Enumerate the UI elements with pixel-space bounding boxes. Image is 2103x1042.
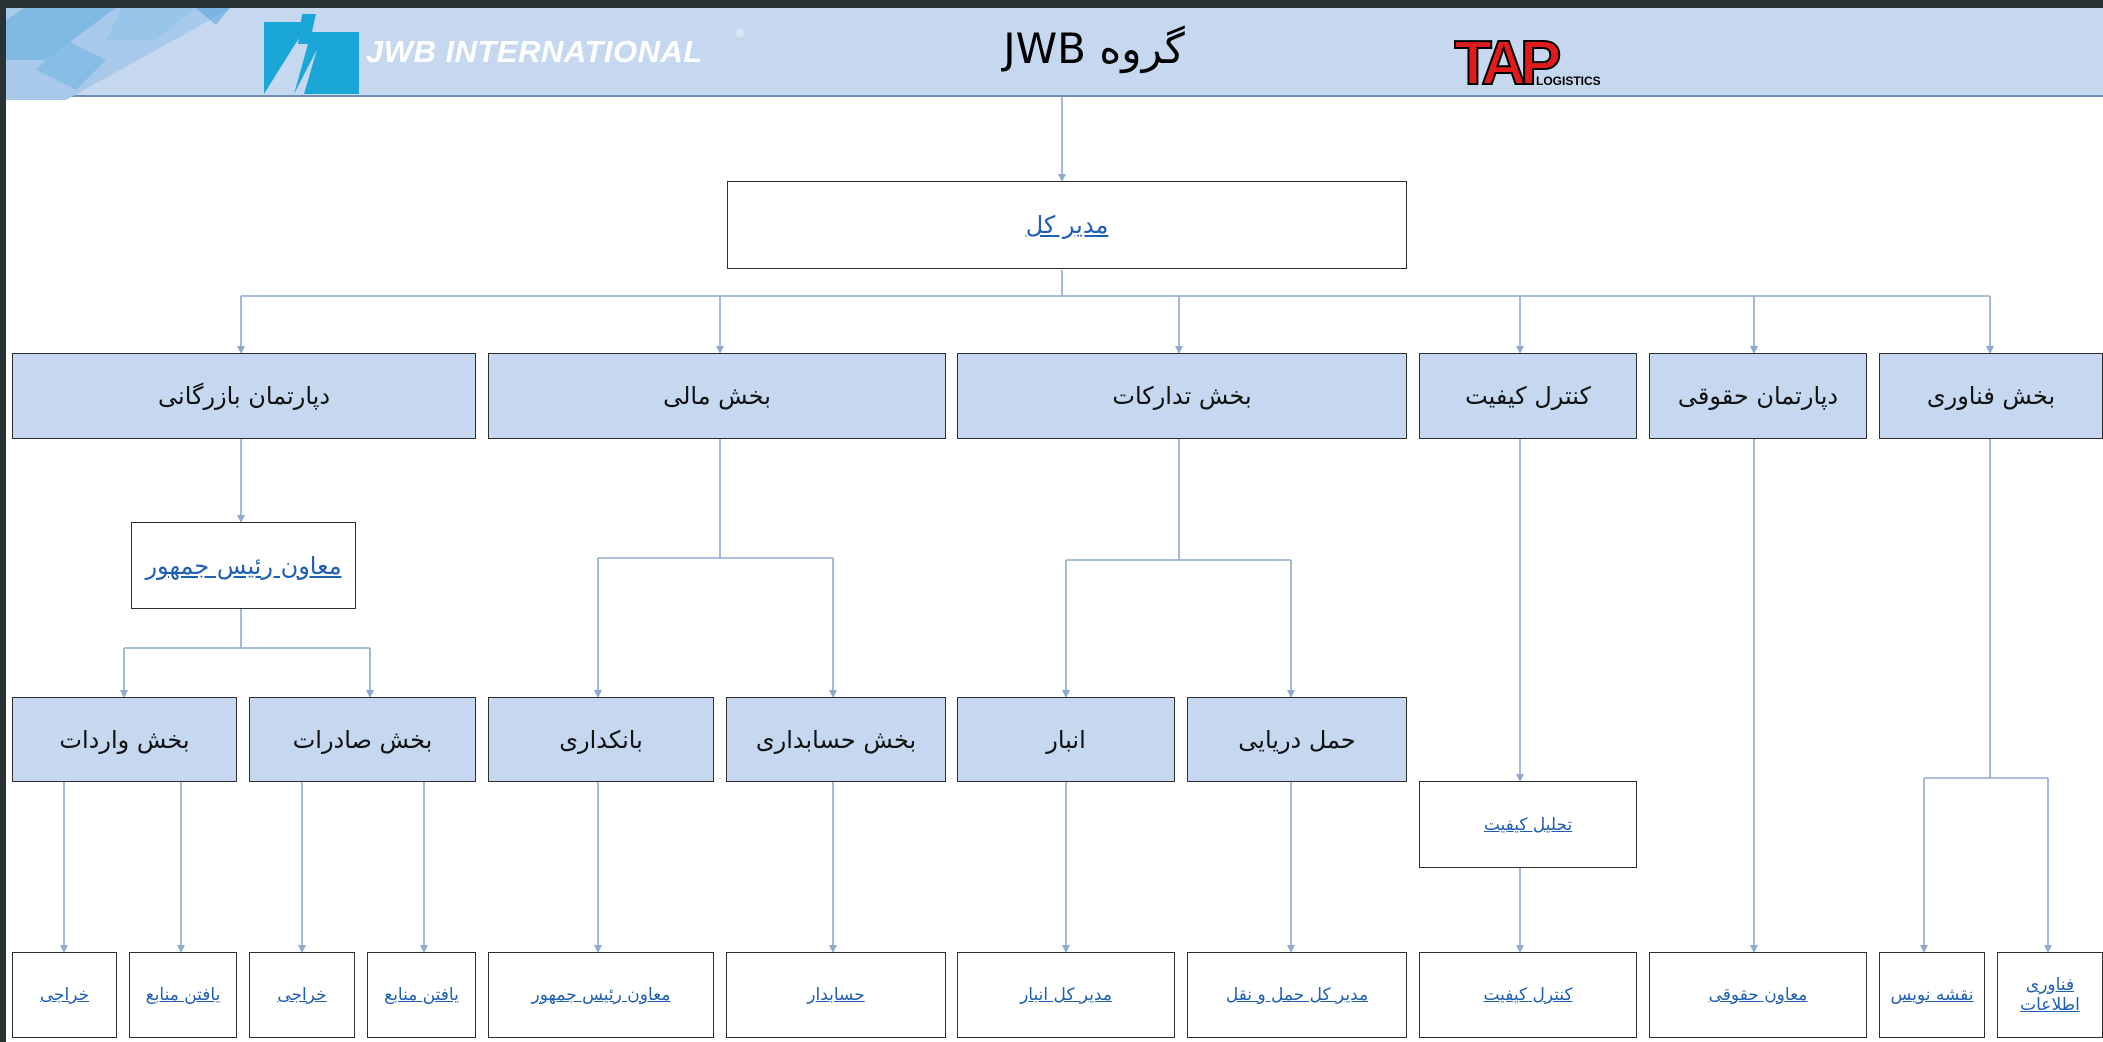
dept-quality-control: کنترل کیفیت: [1419, 353, 1637, 439]
sub-unit-banking: بانکداری: [488, 697, 714, 782]
leaf-link[interactable]: خراجی: [277, 985, 327, 1005]
sub-unit-accounting: بخش حسابداری: [726, 697, 946, 782]
leaf-link[interactable]: مدیر کل انبار: [1020, 985, 1112, 1005]
header-banner: JWB INTERNATIONAL ® گروه JWB TAP LOGISTI…: [6, 8, 2103, 100]
partner-logo-text: TAP: [1454, 29, 1560, 98]
dept-procurement: بخش تدارکات: [957, 353, 1407, 439]
leaf-link[interactable]: مدیر کل حمل و نقل: [1225, 985, 1369, 1005]
dept-commerce: دپارتمان بازرگانی: [12, 353, 476, 439]
connector-lines: [60, 97, 2052, 953]
quality-analysis-link[interactable]: تحلیل کیفیت: [1483, 814, 1573, 835]
leaf-link[interactable]: نقشه نویس: [1890, 985, 1974, 1005]
leaf-link[interactable]: خراجی: [39, 985, 90, 1005]
sub-unit-label: بخش حسابداری: [755, 725, 917, 754]
leaf-box[interactable]: فناوری اطلاعات: [1997, 952, 2103, 1038]
leaf-box[interactable]: خراجی: [249, 952, 355, 1038]
sub-unit-label: بخش صادرات: [292, 725, 433, 754]
sub-unit-label: بخش واردات: [59, 725, 190, 754]
dept-label: بخش تدارکات: [1112, 382, 1252, 410]
dept-legal: دپارتمان حقوقی: [1649, 353, 1867, 439]
sub-unit-label: حمل دریایی: [1238, 725, 1356, 754]
leaf-box[interactable]: مدیر کل انبار: [957, 952, 1175, 1038]
decorative-pattern-icon: [6, 8, 232, 100]
page-title: گروه JWB: [1003, 24, 1185, 73]
leaf-link[interactable]: کنترل کیفیت: [1483, 985, 1573, 1005]
dept-technology: بخش فناوری: [1879, 353, 2103, 439]
leaf-link[interactable]: یافتن منابع: [145, 985, 221, 1005]
leaf-link[interactable]: حسابدار: [807, 985, 865, 1005]
sub-unit-sea-freight: حمل دریایی: [1187, 697, 1407, 782]
sub-unit-warehouse: انبار: [957, 697, 1175, 782]
ceo-box[interactable]: مدیر کل: [727, 181, 1407, 269]
dept-label: بخش فناوری: [1926, 382, 2056, 410]
tap-logistics-logo-icon: TAP: [1454, 28, 1567, 99]
vice-president-box[interactable]: معاون رئیس جمهور: [131, 522, 356, 609]
dept-label: کنترل کیفیت: [1465, 382, 1591, 410]
leaf-link[interactable]: معاون رئیس جمهور: [531, 985, 671, 1005]
sub-unit-label: انبار: [1046, 725, 1086, 754]
partner-logo-subtext: LOGISTICS: [1536, 74, 1601, 88]
sub-unit-imports: بخش واردات: [12, 697, 237, 782]
quality-analysis-box[interactable]: تحلیل کیفیت: [1419, 781, 1637, 868]
leaf-link[interactable]: معاون حقوقی: [1708, 985, 1808, 1005]
org-chart-page: JWB INTERNATIONAL ® گروه JWB TAP LOGISTI…: [6, 8, 2103, 1042]
leaf-box[interactable]: مدیر کل حمل و نقل: [1187, 952, 1407, 1038]
leaf-box[interactable]: معاون رئیس جمهور: [488, 952, 714, 1038]
ceo-link[interactable]: مدیر کل: [1025, 211, 1109, 239]
leaf-link[interactable]: یافتن منابع: [384, 985, 459, 1005]
registered-mark: ®: [736, 28, 745, 40]
leaf-box[interactable]: نقشه نویس: [1879, 952, 1985, 1038]
leaf-box[interactable]: حسابدار: [726, 952, 946, 1038]
sub-unit-exports: بخش صادرات: [249, 697, 476, 782]
dept-label: دپارتمان حقوقی: [1677, 382, 1839, 410]
leaf-box[interactable]: معاون حقوقی: [1649, 952, 1867, 1038]
leaf-box[interactable]: خراجی: [12, 952, 117, 1038]
dept-finance: بخش مالی: [488, 353, 946, 439]
leaf-box[interactable]: یافتن منابع: [129, 952, 237, 1038]
dept-label: بخش مالی: [663, 382, 771, 410]
jwb-logo-icon: [264, 14, 359, 94]
leaf-box[interactable]: یافتن منابع: [367, 952, 476, 1038]
vice-president-link[interactable]: معاون رئیس جمهور: [145, 551, 342, 580]
leaf-box[interactable]: کنترل کیفیت: [1419, 952, 1637, 1038]
sub-unit-label: بانکداری: [559, 725, 643, 754]
company-wordmark: JWB INTERNATIONAL: [366, 34, 703, 69]
dept-label: دپارتمان بازرگانی: [158, 382, 330, 410]
leaf-link[interactable]: فناوری اطلاعات: [2020, 975, 2080, 1015]
